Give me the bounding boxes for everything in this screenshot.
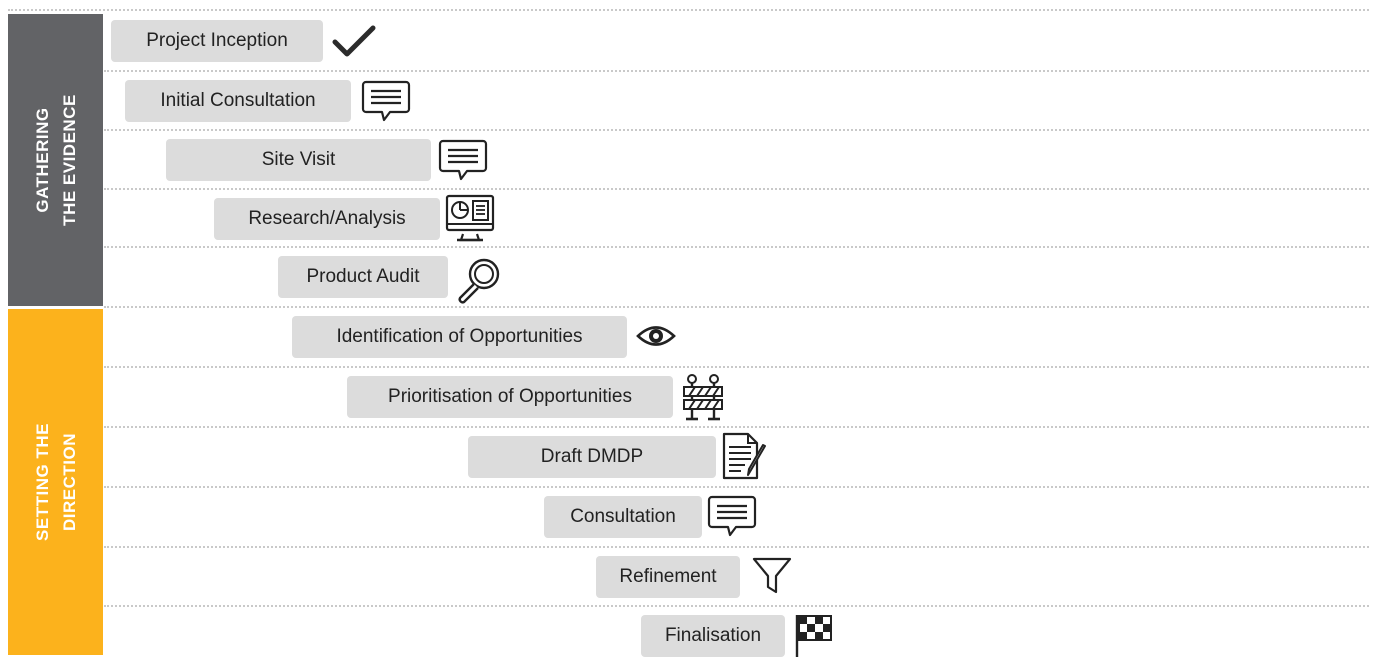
row-divider [104,70,1369,72]
row-divider [104,366,1369,368]
step-label: Site Visit [261,149,336,170]
step-label: Identification of Opportunities [336,326,583,347]
step-initial-consultation: Initial Consultation [125,80,351,122]
phase-label-line: SETTING THE [32,423,52,541]
phase-label-line: THE EVIDENCE [59,94,79,226]
phase-label-line: DIRECTION [59,433,79,531]
step-label: Project Inception [146,30,288,51]
row-divider [104,486,1369,488]
step-label: Product Audit [306,266,420,287]
step-prioritisation-of-opportunities: Prioritisation of Opportunities [347,376,673,418]
phase-label: GATHERING THE EVIDENCE [29,94,83,226]
step-draft-dmdp: Draft DMDP [468,436,716,478]
step-site-visit: Site Visit [166,139,431,181]
phase-gathering-the-evidence: GATHERING THE EVIDENCE [8,14,103,306]
step-product-audit: Product Audit [278,256,448,298]
step-label: Finalisation [664,625,762,646]
step-label: Prioritisation of Opportunities [388,386,632,407]
step-consultation: Consultation [544,496,702,538]
step-label: Initial Consultation [160,90,316,111]
eye-icon [636,323,676,349]
speech-bubble-icon [361,80,411,122]
row-divider [104,546,1369,548]
magnifying-glass-icon [454,257,502,305]
phase-setting-the-direction: SETTING THE DIRECTION [8,309,103,655]
step-project-inception: Project Inception [111,20,323,62]
row-divider [104,129,1369,131]
step-research-analysis: Research/Analysis [214,198,440,240]
speech-bubble-icon [438,139,488,181]
step-identification-of-opportunities: Identification of Opportunities [292,316,627,358]
phase-label: SETTING THE DIRECTION [29,423,83,541]
checkered-flag-icon [794,613,834,657]
speech-bubble-icon [707,495,757,537]
step-label: Research/Analysis [248,208,406,229]
step-label: Draft DMDP [540,446,644,467]
row-divider [104,246,1369,248]
row-divider [104,188,1369,190]
row-divider [104,605,1369,607]
phase-label-line: GATHERING [32,107,52,213]
step-finalisation: Finalisation [641,615,785,657]
row-divider [104,306,1369,308]
check-icon [332,25,376,59]
step-label: Consultation [570,506,676,527]
roadblock-icon [681,373,725,423]
document-pen-icon [721,432,769,480]
row-divider [104,426,1369,428]
row-divider [8,9,1369,11]
analytics-monitor-icon [445,194,495,244]
step-label: Refinement [619,566,717,587]
funnel-icon [752,556,792,596]
step-refinement: Refinement [596,556,740,598]
